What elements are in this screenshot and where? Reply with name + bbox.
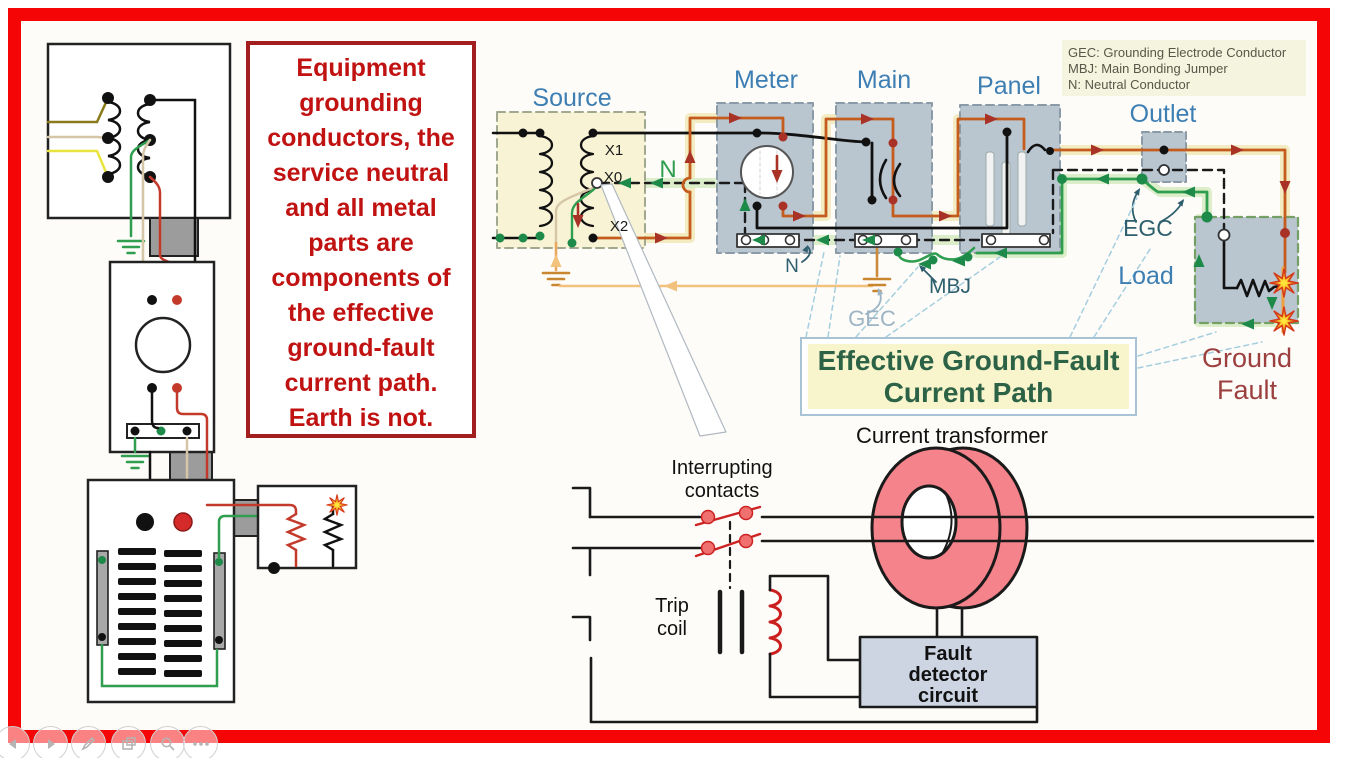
- pointer-wedge: [600, 183, 727, 437]
- current-transformer-diagram: [571, 446, 1315, 724]
- legend: GEC: Grounding Electrode Conductor MBJ: …: [1068, 45, 1287, 92]
- pen-icon: [81, 736, 96, 751]
- interrupting-contacts-label: Interrupting contacts: [671, 457, 773, 502]
- next-icon: [47, 738, 55, 749]
- ground-fault-path-diagram: [491, 102, 1300, 437]
- fault-detector-label: Fault detector circuit: [908, 643, 988, 707]
- panel-label: Panel: [977, 72, 1041, 100]
- effective-path-text: Effective Ground-Fault Current Path: [808, 344, 1129, 409]
- main-label: Main: [856, 66, 912, 94]
- slide-navigator-button[interactable]: [111, 726, 146, 758]
- neutral-label-source: N: [659, 156, 677, 183]
- trip-coil-label: Trip coil: [655, 595, 689, 640]
- zoom-button[interactable]: [150, 726, 185, 758]
- effective-path-box: Effective Ground-Fault Current Path: [800, 337, 1137, 416]
- ground-fault-label: Ground Fault: [1201, 343, 1293, 405]
- x0-label: X0: [603, 169, 623, 186]
- magnifier-icon: [161, 737, 175, 751]
- x2-label: X2: [609, 218, 629, 235]
- egc-label: EGC: [1123, 215, 1173, 241]
- pen-tools-button[interactable]: [71, 726, 106, 758]
- neutral-bars: [736, 233, 1051, 248]
- meter-label: Meter: [734, 66, 798, 94]
- source-label: Source: [532, 84, 612, 112]
- load-label: Load: [1118, 262, 1174, 290]
- ellipsis-icon: [192, 741, 209, 746]
- x1-label: X1: [604, 142, 624, 159]
- legend-background: [1062, 40, 1306, 96]
- outlet-label: Outlet: [1129, 100, 1197, 128]
- previous-slide-button[interactable]: [0, 726, 30, 758]
- current-transformer-label: Current transformer: [856, 423, 1048, 448]
- slides-icon: [121, 736, 136, 750]
- gec-label: GEC: [848, 306, 896, 331]
- next-slide-button[interactable]: [33, 726, 68, 758]
- mbj-label: MBJ: [929, 275, 971, 298]
- note-box: Equipment grounding conductors, the serv…: [246, 41, 476, 438]
- previous-icon: [8, 738, 16, 749]
- more-options-button[interactable]: [183, 726, 218, 758]
- neutral-label-bus: N: [785, 256, 799, 277]
- service-entrance-diagram: [46, 42, 358, 704]
- fault-detector-box: [858, 635, 1039, 709]
- callout-lines: [805, 197, 1263, 369]
- breaker-bars: [118, 548, 202, 677]
